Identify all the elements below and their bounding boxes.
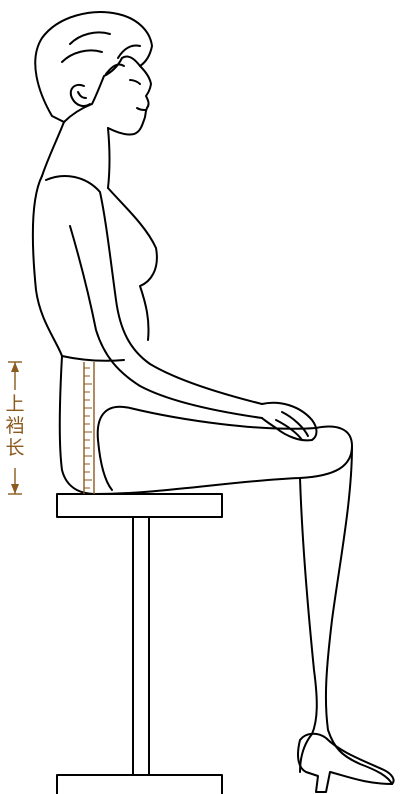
stool-post: [133, 517, 149, 775]
thigh: [96, 407, 352, 494]
stool-seat: [57, 494, 222, 517]
face-profile: [108, 66, 151, 135]
stool-base: [57, 775, 222, 794]
torso: [33, 176, 62, 356]
shoe: [298, 734, 394, 792]
leotard-edge: [62, 356, 124, 361]
label-char-2: 裆: [4, 416, 26, 437]
arm: [46, 176, 262, 404]
hair: [35, 12, 152, 122]
crotch-ruler: [84, 362, 94, 494]
lower-leg: [326, 446, 392, 784]
label-char-3: 长: [4, 438, 26, 459]
stool: [57, 494, 222, 794]
label-char-1: 上: [4, 394, 26, 415]
neck: [42, 122, 64, 176]
hip: [60, 356, 96, 494]
